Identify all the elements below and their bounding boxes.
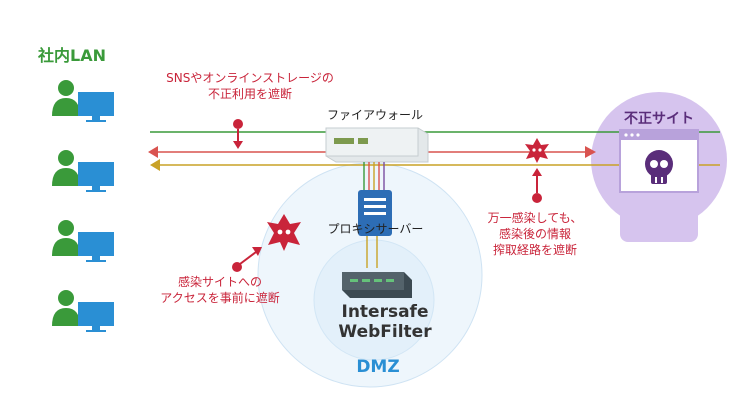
webfilter-appliance — [342, 272, 412, 298]
proxy-server-icon — [358, 190, 392, 236]
cable-bundle — [363, 162, 385, 268]
infect-callout-line1: 万一感染しても、 — [487, 211, 583, 225]
access-callout-line1: 感染サイトへの — [177, 275, 262, 289]
firewall-label: ファイアウォール — [326, 108, 423, 122]
skull-icon — [645, 150, 673, 184]
pc-user-2 — [52, 150, 114, 192]
pc-user-4 — [52, 290, 114, 332]
bad-site-label: 不正サイト — [624, 111, 694, 127]
red-arrow-left — [148, 146, 158, 158]
sns-callout: SNSやオンラインストレージの 不正利用を遮断 — [150, 70, 350, 102]
dmz-label: DMZ — [356, 357, 400, 377]
block-pin-infect — [532, 168, 542, 203]
infect-callout: 万一感染しても、 感染後の情報 搾取経路を遮断 — [475, 210, 595, 258]
lan-title: 社内LAN — [38, 46, 106, 65]
infect-callout-line2: 感染後の情報 — [498, 227, 571, 241]
access-callout: 感染サイトへの アクセスを事前に遮断 — [150, 274, 290, 306]
pc-user-3 — [52, 220, 114, 262]
virus-icon-small — [525, 138, 549, 163]
product-name-line1: Intersafe — [341, 302, 429, 322]
dmz-inner-zone — [313, 239, 435, 361]
product-name: Intersafe WebFilter — [310, 302, 460, 342]
block-pin-sns — [233, 119, 243, 149]
infect-callout-line3: 搾取経路を遮断 — [492, 243, 577, 257]
access-callout-line2: アクセスを事前に遮断 — [160, 291, 280, 305]
sns-callout-line2: 不正利用を遮断 — [207, 87, 292, 101]
virus-icon-large — [267, 214, 301, 251]
block-pin-access — [232, 247, 262, 272]
proxy-label: プロキシサーバー — [327, 222, 424, 236]
product-name-line2: WebFilter — [338, 322, 432, 342]
pc-user-1 — [52, 80, 114, 122]
sns-callout-line1: SNSやオンラインストレージの — [166, 71, 334, 85]
red-arrow-right — [585, 146, 596, 158]
firewall-device — [325, 127, 429, 163]
yellow-arrow-left — [150, 159, 160, 171]
